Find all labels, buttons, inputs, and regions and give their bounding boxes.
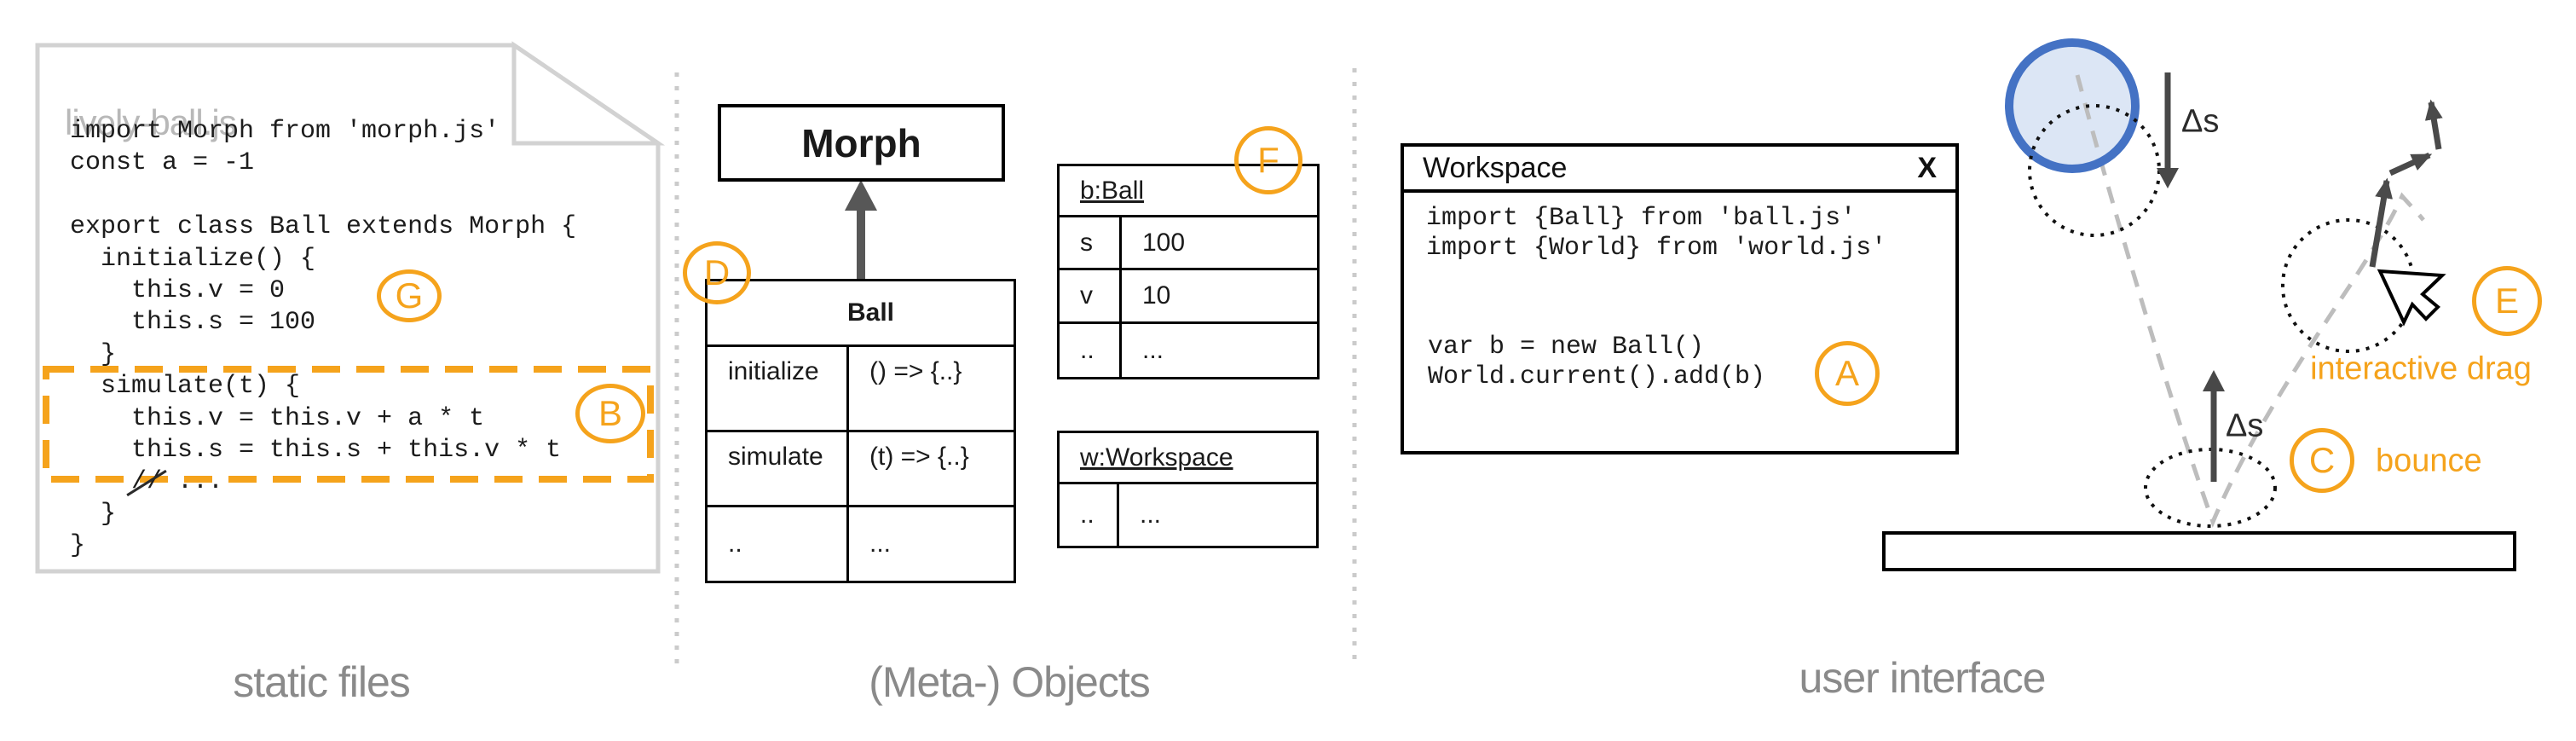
struck-slashes: // [131,466,162,498]
badge-g: G [377,269,442,322]
badge-d: D [683,241,751,304]
code-line-struck-comment: // ... [70,466,576,498]
table-cell: .. [1060,484,1117,546]
ball-class-table: Ball initialize () => {..} simulate (t) … [705,279,1016,583]
code-line: } [70,339,117,369]
workspace-window[interactable]: Workspace X import {Ball} from 'ball.js'… [1401,143,1959,454]
table-cell: ... [1119,484,1316,546]
drag-path-arrow-1 [2369,177,2393,268]
table-cell: () => {..} [849,347,1014,430]
table-cell: 10 [1122,270,1317,321]
table-cell: ... [849,507,1014,581]
file-folded-corner [511,41,666,146]
code-line: import Morph from 'morph.js' [70,117,500,146]
table-cell: 100 [1122,217,1317,268]
interactive-drag-label: interactive drag [2310,350,2532,387]
workspace-import-code[interactable]: import {Ball} from 'ball.js' import {Wor… [1426,204,1886,263]
code-line: const a = -1 [70,148,255,178]
table-cell: .. [708,507,846,581]
badge-f: F [1234,126,1302,194]
badge-b: B [575,384,645,443]
drag-path-arrow-2 [2388,152,2433,177]
code-line[interactable]: var b = new Ball() [1428,333,1705,362]
table-cell: initialize [708,347,846,430]
table-cell: s [1060,217,1119,268]
comment-dots: ... [162,467,224,497]
delta-s-fall-label: Δs [2181,103,2220,140]
code-line[interactable]: import {World} from 'world.js' [1426,234,1887,263]
table-cell: simulate [708,432,846,505]
code-line: } [70,499,117,529]
section-label-meta-objects: (Meta-) Objects [869,658,1151,706]
delta-s-bounce-arrow-head [2203,370,2225,391]
code-line[interactable]: World.current().add(b) [1428,362,1766,391]
badge-e: E [2472,266,2542,336]
file-sheet [35,43,661,574]
ball-class-table-title: Ball [708,281,1014,344]
workspace-eval-code[interactable]: var b = new Ball() World.current().add(b… [1428,333,1765,392]
code-line: export class Ball extends Morph { [70,212,577,242]
ball-morph-fill[interactable] [2009,43,2135,169]
code-line: } [70,531,86,561]
code-line: this.s = 100 [70,308,316,338]
delta-s-fall-arrow-head [2157,168,2179,188]
badge-c: C [2290,428,2354,493]
table-cell: ... [1122,324,1317,377]
ball-morph-ring[interactable] [2005,38,2140,173]
code-line: simulate(t) { [70,372,301,402]
ball-ghost-bounce [2144,448,2277,528]
file-name: lively-ball.js [65,102,237,142]
morph-class-box: Morph [718,104,1005,182]
code-line: this.s = this.s + this.v * t [70,435,562,465]
trajectory-dashed-path [2075,74,2425,528]
table-cell: (t) => {..} [849,432,1014,505]
code-line: this.v = this.v + a * t [70,403,485,433]
b-ball-instance-table: b:Ball s 100 v 10 .. ... [1057,164,1320,379]
bounce-label: bounce [2376,443,2482,479]
delta-s-bounce-label: Δs [2226,408,2264,444]
comment-indent [70,467,131,496]
table-cell: .. [1060,324,1119,377]
section-label-static-files: static files [233,658,411,706]
drag-path-arrow-3 [2424,99,2443,150]
w-workspace-instance-table: w:Workspace .. ... [1057,431,1319,548]
mouse-cursor-icon[interactable] [2377,269,2446,327]
workspace-titlebar[interactable]: Workspace X [1404,147,1955,193]
table-cell: v [1060,270,1119,321]
w-workspace-table-title: w:Workspace [1060,433,1316,482]
ground-platform [1882,531,2516,571]
file-code-block: import Morph from 'morph.js' const a = -… [70,116,576,562]
workspace-title: Workspace [1423,151,1568,184]
badge-a: A [1815,341,1880,406]
workspace-close-button[interactable]: X [1917,151,1937,184]
inheritance-arrow-head [845,180,877,211]
section-label-user-interface: user interface [1799,654,2047,702]
code-line [70,180,576,211]
code-line[interactable]: import {Ball} from 'ball.js' [1426,204,1857,233]
code-line: initialize() { [70,244,316,274]
code-line: this.v = 0 [70,275,286,305]
